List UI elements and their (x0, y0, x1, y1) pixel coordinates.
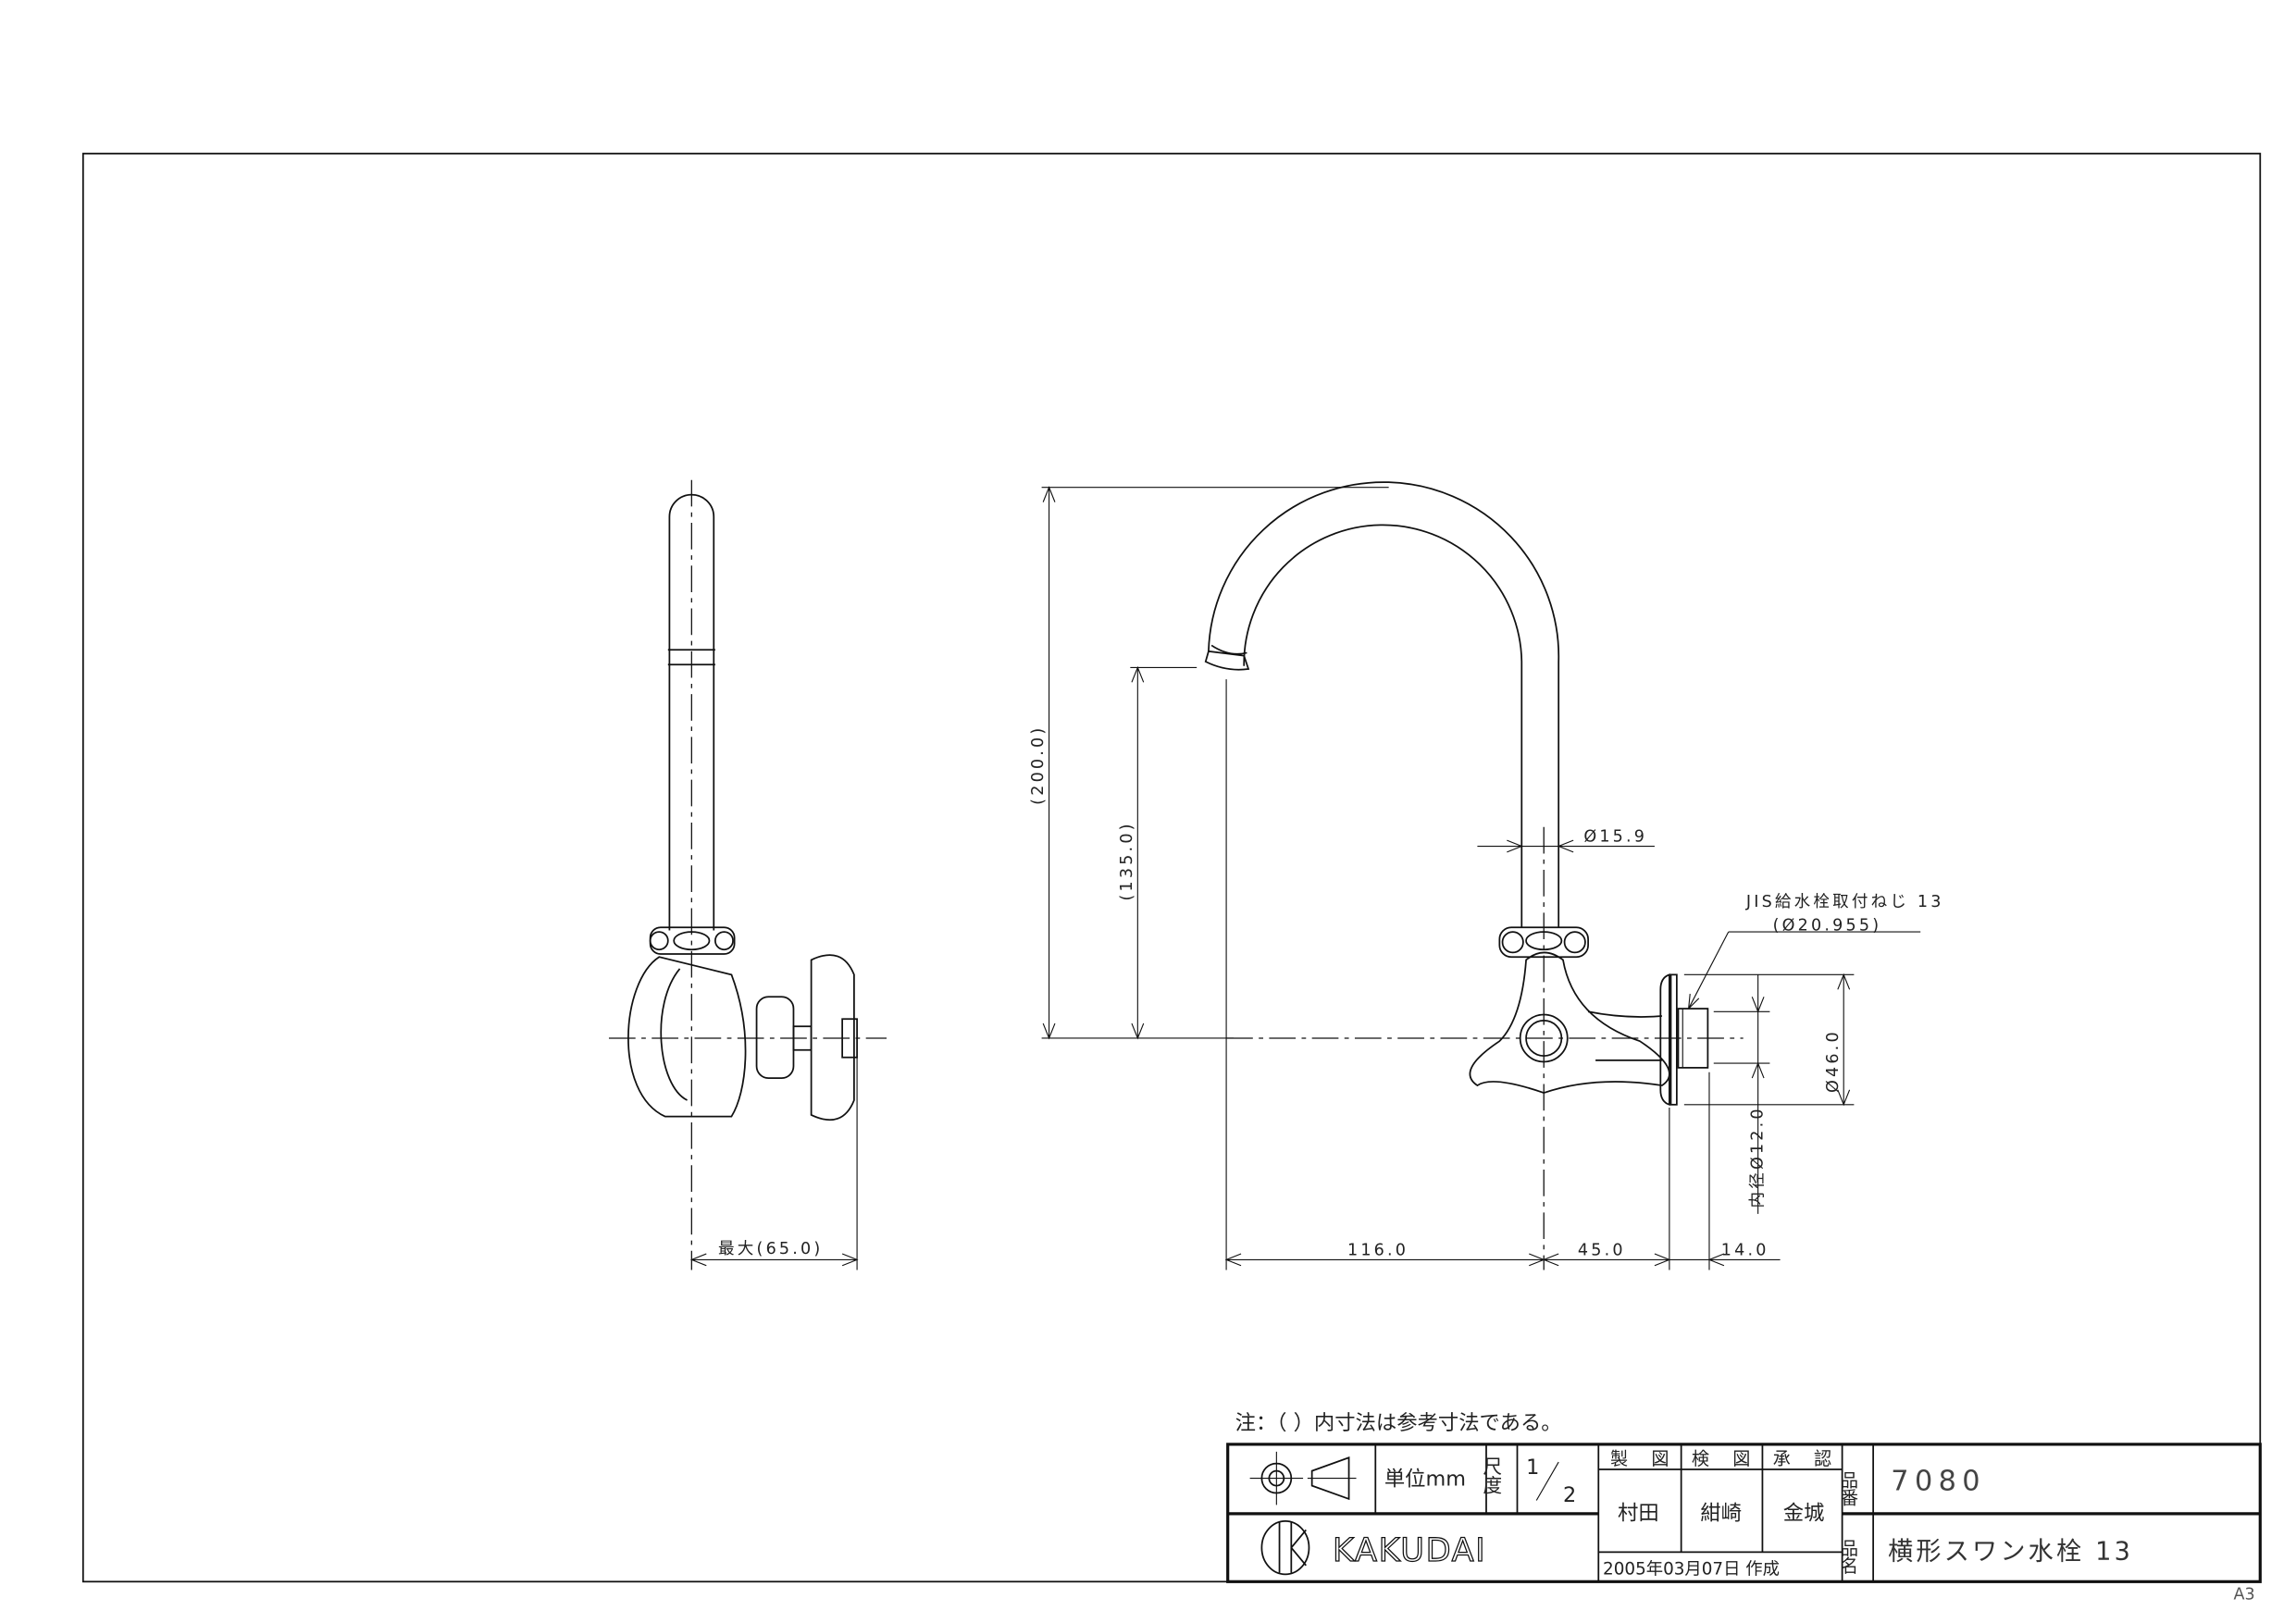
dim-thread-label: JIS給水栓取付ねじ 13 (1745, 893, 1944, 911)
dim-thread-diameter: (Ø20.955) (1773, 916, 1882, 935)
dim-body-to-flange: 45.0 (1578, 1242, 1626, 1260)
drafted-label: 製 図 (1610, 1448, 1678, 1469)
side-view: 最大(65.0) (608, 479, 887, 1270)
kakudai-logo: KAKUDAI (1260, 1519, 1486, 1576)
checked-label: 検 図 (1692, 1448, 1759, 1469)
scale-label: 尺度 (1480, 1456, 1502, 1494)
front-view (1204, 481, 1744, 1270)
approved-label: 承 認 (1773, 1448, 1841, 1469)
part-no-label: 品番 (1838, 1471, 1859, 1506)
title-block: 単位mm 尺度 1 2 製 図 検 図 承 認 村田 紺崎 金城 2005年03… (1226, 1443, 2262, 1583)
dim-inner-diameter: 内径Ø12.0 (1748, 1106, 1767, 1208)
dim-side-max-depth: 最大(65.0) (718, 1240, 823, 1258)
third-angle-projection-symbol (1249, 1451, 1357, 1505)
creation-date: 2005年03月07日 作成 (1603, 1559, 1780, 1579)
dim-spout-height: (135.0) (1118, 821, 1136, 900)
part-number: 7080 (1891, 1465, 1986, 1497)
part-name-label: 品名 (1838, 1539, 1859, 1574)
dim-spout-reach: 116.0 (1347, 1242, 1409, 1260)
dim-overall-height: (200.0) (1029, 725, 1048, 805)
part-name: 横形スワン水栓 13 (1888, 1537, 2133, 1566)
checked-by: 紺崎 (1700, 1501, 1742, 1525)
unit-label: 単位mm (1384, 1468, 1466, 1492)
reference-note: 注：（ ）内寸法は参考寸法である。 (1235, 1411, 1562, 1435)
drawing-frame (81, 153, 2262, 1583)
scale-denominator: 2 (1563, 1483, 1576, 1507)
logo-text: KAKUDAI (1333, 1531, 1486, 1569)
approved-by: 金城 (1783, 1501, 1825, 1525)
scale-numerator: 1 (1526, 1456, 1539, 1480)
dim-flange-diameter: Ø46.0 (1824, 1029, 1843, 1093)
sheet-size: A3 (2234, 1585, 2255, 1604)
drafted-by: 村田 (1618, 1501, 1659, 1525)
dimensions: (200.0) (135.0) Ø15.9 JIS給水栓取付ねじ 13 (Ø20… (1029, 486, 1944, 1270)
dim-thread-length: 14.0 (1721, 1242, 1769, 1260)
dim-pipe-diameter: Ø15.9 (1583, 828, 1647, 847)
